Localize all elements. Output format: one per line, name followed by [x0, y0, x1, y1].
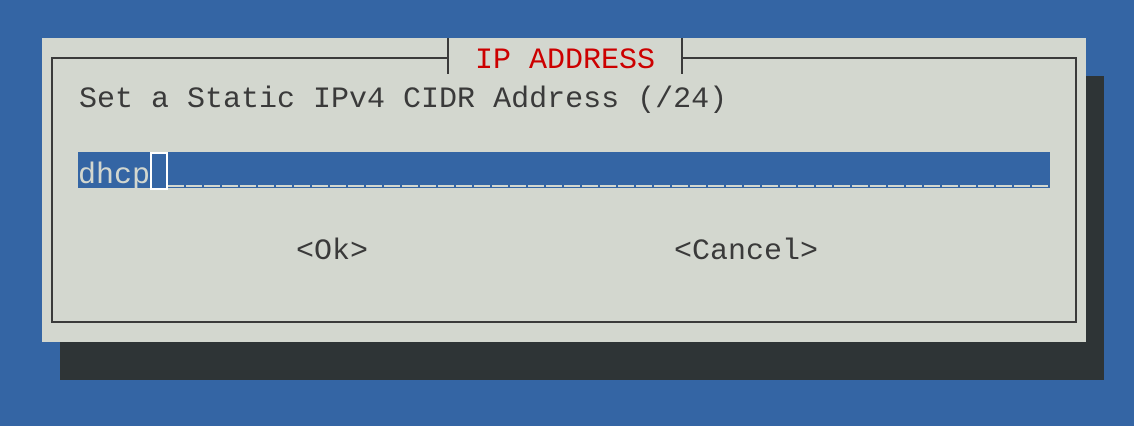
ok-button[interactable]: <Ok> — [296, 235, 369, 269]
prompt-label: Set a Static IPv4 CIDR Address (/24) — [79, 83, 728, 117]
ip-address-dialog: IP ADDRESS Set a Static IPv4 CIDR Addres… — [42, 38, 1086, 342]
ip-address-input[interactable]: dhcp — [78, 152, 1050, 193]
cancel-button[interactable]: <Cancel> — [674, 235, 819, 269]
dialog-title: IP ADDRESS — [447, 38, 683, 78]
input-underline-fill — [168, 185, 1050, 187]
input-value: dhcp — [78, 159, 151, 193]
text-cursor — [150, 152, 168, 190]
